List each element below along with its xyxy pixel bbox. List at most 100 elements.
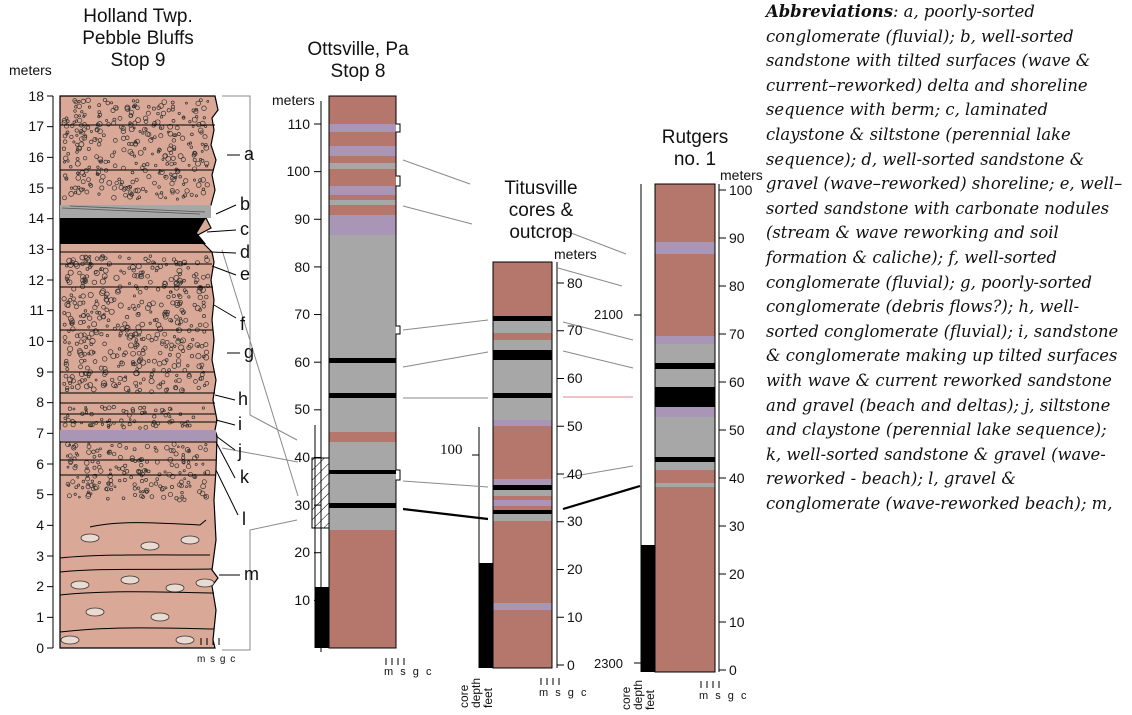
pebble <box>160 341 165 346</box>
unit-letter-k: k <box>240 467 249 487</box>
pebble <box>122 321 128 327</box>
pebble <box>157 171 161 175</box>
pebble <box>176 267 183 274</box>
cobble <box>180 535 200 545</box>
pebble <box>97 110 102 115</box>
pebble <box>113 274 120 281</box>
abbreviations-text: : a, poorly-sorted conglomerate (fluvial… <box>766 2 1123 513</box>
pebble <box>197 294 203 301</box>
holland-tick-label: 1 <box>36 608 44 625</box>
titusville-depth-black <box>479 563 493 668</box>
pebble <box>145 334 152 340</box>
pebble <box>185 101 188 105</box>
titusville-tick-label: 20 <box>567 561 583 578</box>
rutgers-depth-label: core depth feet <box>619 650 657 710</box>
pebble <box>82 320 86 324</box>
unit-letter-c: c <box>240 219 249 239</box>
pebble <box>155 477 159 481</box>
pebble <box>93 328 99 334</box>
ottsville-title: Ottsville, Pa Stop 8 <box>293 39 423 83</box>
pebble <box>74 160 81 167</box>
pebble <box>165 310 170 315</box>
pebble <box>128 121 132 125</box>
pebble <box>149 494 155 499</box>
grain-size-axes <box>200 638 720 688</box>
pebble <box>152 121 158 127</box>
titusville-depth-label: core depth feet <box>457 648 495 708</box>
pebble <box>81 332 87 338</box>
pebble <box>155 322 162 328</box>
pebble <box>144 190 148 193</box>
pebble <box>88 482 94 488</box>
unit-letter-h: h <box>238 389 249 409</box>
pebble <box>192 151 198 157</box>
pebble <box>186 345 192 351</box>
pebble <box>158 350 163 356</box>
pebble <box>175 362 182 368</box>
pebble <box>93 270 100 276</box>
pebble <box>180 494 184 499</box>
pebble <box>74 341 79 346</box>
pebble <box>66 493 72 499</box>
pebble <box>141 337 146 341</box>
pebble <box>195 182 202 188</box>
pebble <box>113 384 118 389</box>
pebble <box>196 385 201 390</box>
rutgers-column <box>634 183 726 673</box>
holland-tick-label: 11 <box>29 302 44 319</box>
pebble <box>66 159 70 163</box>
pebble <box>96 142 102 147</box>
pebble <box>191 166 198 172</box>
pebble <box>105 324 109 328</box>
rutgers-tick-label: 80 <box>729 277 745 294</box>
pebble <box>204 495 208 499</box>
pebble <box>102 267 109 274</box>
pebble <box>82 339 87 343</box>
pebble <box>182 288 187 293</box>
pebble <box>148 254 153 258</box>
cobble <box>165 583 185 593</box>
pebble <box>86 374 91 379</box>
pebble <box>131 99 135 103</box>
pebble <box>130 407 135 412</box>
pebble <box>199 158 203 162</box>
pebble <box>200 142 204 146</box>
pebble <box>107 473 113 479</box>
pebble <box>77 483 81 487</box>
ottsville-tick-label: 110 <box>287 115 310 132</box>
pebble <box>183 477 187 481</box>
pebble <box>82 173 86 178</box>
pebble <box>139 337 143 341</box>
pebble <box>136 197 139 201</box>
pebble <box>168 276 174 283</box>
pebble <box>138 426 142 430</box>
pebble <box>178 271 182 276</box>
pebble <box>180 490 184 495</box>
pebble <box>83 309 88 313</box>
pebble <box>98 468 104 474</box>
pebble <box>77 270 82 276</box>
pebble <box>78 114 81 118</box>
ottsville-gray <box>329 235 396 530</box>
pebble <box>111 185 117 191</box>
pebble <box>144 131 151 137</box>
pebble <box>101 305 106 310</box>
pebble <box>154 408 158 413</box>
pebble <box>69 186 74 190</box>
pebble <box>91 350 96 355</box>
pebble <box>188 484 192 488</box>
pebble <box>62 139 68 144</box>
pebble <box>71 296 76 302</box>
titusville-title-line3: outcrop <box>509 222 573 243</box>
pebble <box>184 188 190 194</box>
cobble <box>70 580 90 590</box>
pebble <box>198 178 203 183</box>
pebble <box>106 496 110 501</box>
pebble <box>67 483 71 487</box>
pebble <box>97 156 104 163</box>
pebble <box>165 162 169 166</box>
pebble <box>168 415 172 419</box>
pebble <box>121 147 127 153</box>
pebble <box>84 189 90 195</box>
pebble <box>200 483 206 490</box>
